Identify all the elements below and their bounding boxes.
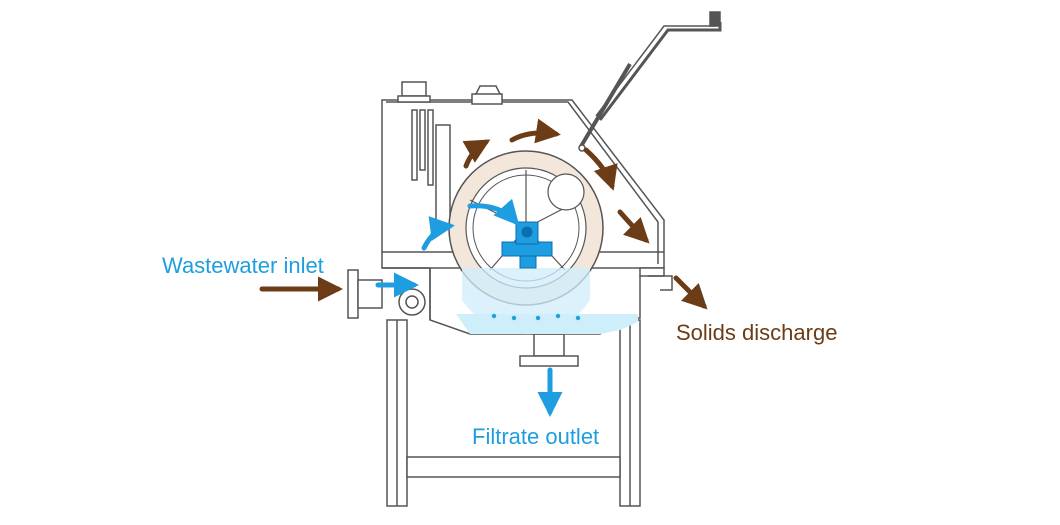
bearing-block [501,221,553,269]
filtrate-drops [491,313,581,321]
support-frame [386,319,641,507]
cover-and-handle [397,11,722,152]
solids-discharge-label: Solids discharge [676,320,838,345]
spray-pipes [411,109,451,226]
solids-flow-arrows [259,118,708,310]
wastewater-inlet-label: Wastewater inlet [162,253,324,278]
inlet-flange [347,269,426,319]
filtrate-outlet-label: Filtrate outlet [472,424,600,449]
filtrate-outlet-nozzle [519,333,579,367]
wastewater-flow-arrows [375,198,563,417]
